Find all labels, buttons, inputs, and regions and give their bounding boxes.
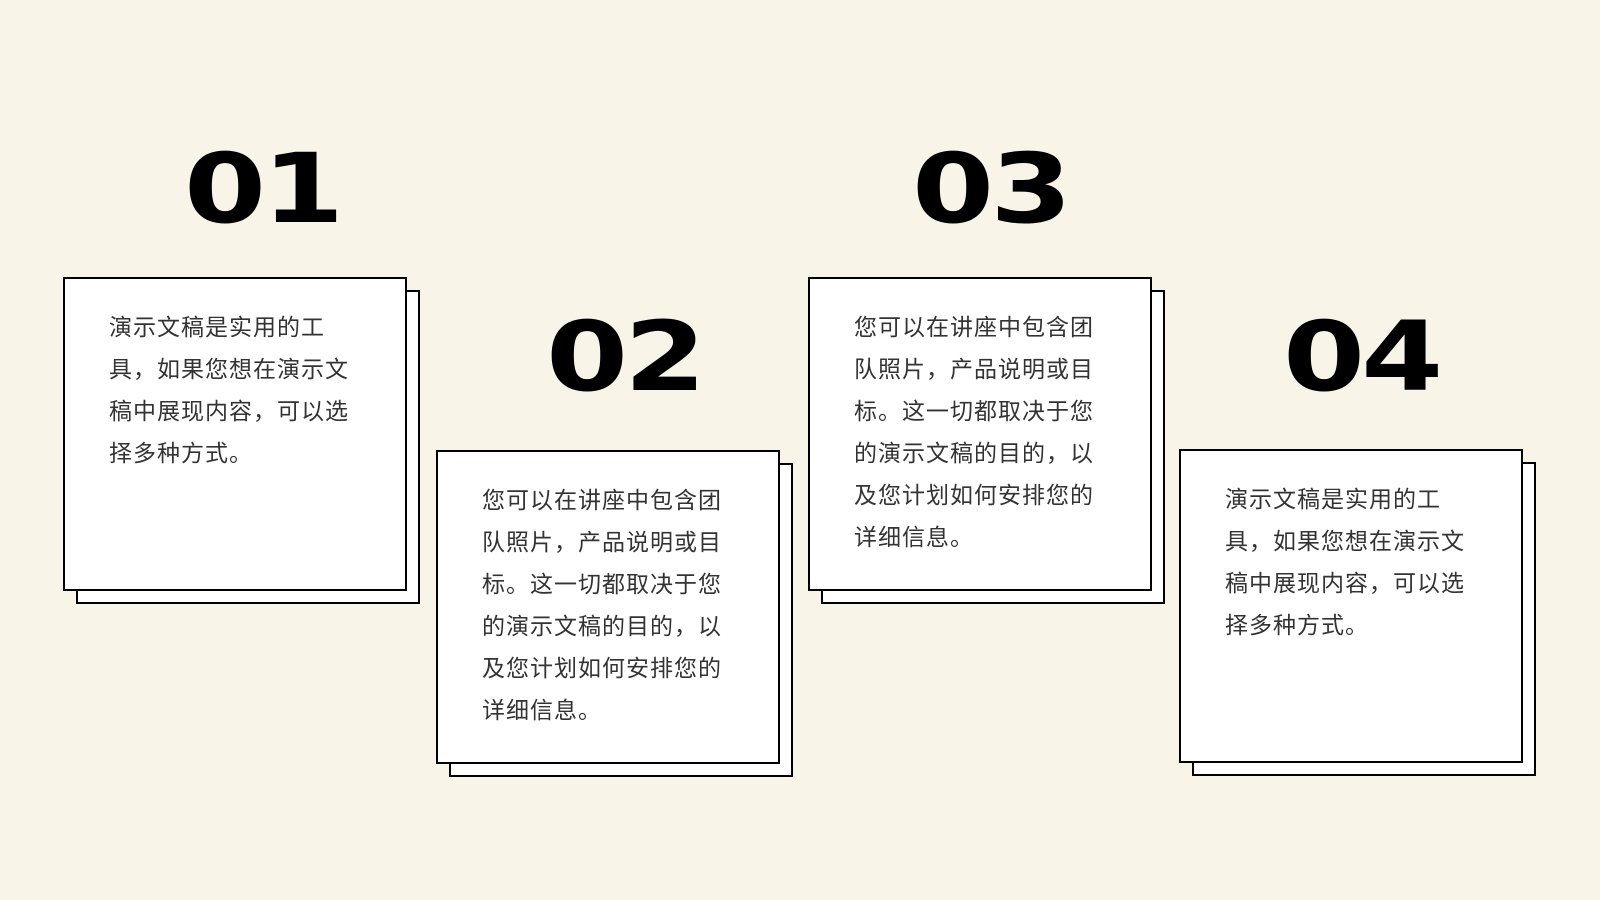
step-text-01: 演示文稿是实用的工具，如果您想在演示文稿中展现内容，可以选择多种方式。	[109, 315, 349, 467]
card-body: 您可以在讲座中包含团队照片，产品说明或目标。这一切都取决于您的演示文稿的目的，以…	[436, 450, 780, 764]
step-text-02: 您可以在讲座中包含团队照片，产品说明或目标。这一切都取决于您的演示文稿的目的，以…	[482, 488, 722, 724]
card-body: 演示文稿是实用的工具，如果您想在演示文稿中展现内容，可以选择多种方式。	[1179, 449, 1523, 763]
step-card-04: 演示文稿是实用的工具，如果您想在演示文稿中展现内容，可以选择多种方式。	[1179, 449, 1536, 776]
step-text-03: 您可以在讲座中包含团队照片，产品说明或目标。这一切都取决于您的演示文稿的目的，以…	[854, 315, 1094, 551]
step-number-04: 04	[1283, 299, 1443, 413]
card-body: 您可以在讲座中包含团队照片，产品说明或目标。这一切都取决于您的演示文稿的目的，以…	[808, 277, 1152, 591]
step-number-01: 01	[184, 131, 344, 245]
step-card-01: 演示文稿是实用的工具，如果您想在演示文稿中展现内容，可以选择多种方式。	[63, 277, 420, 604]
step-number-02: 02	[546, 299, 706, 413]
card-body: 演示文稿是实用的工具，如果您想在演示文稿中展现内容，可以选择多种方式。	[63, 277, 407, 591]
step-text-04: 演示文稿是实用的工具，如果您想在演示文稿中展现内容，可以选择多种方式。	[1225, 487, 1465, 639]
step-card-03: 您可以在讲座中包含团队照片，产品说明或目标。这一切都取决于您的演示文稿的目的，以…	[808, 277, 1165, 604]
step-card-02: 您可以在讲座中包含团队照片，产品说明或目标。这一切都取决于您的演示文稿的目的，以…	[436, 450, 793, 777]
step-number-03: 03	[912, 131, 1072, 245]
